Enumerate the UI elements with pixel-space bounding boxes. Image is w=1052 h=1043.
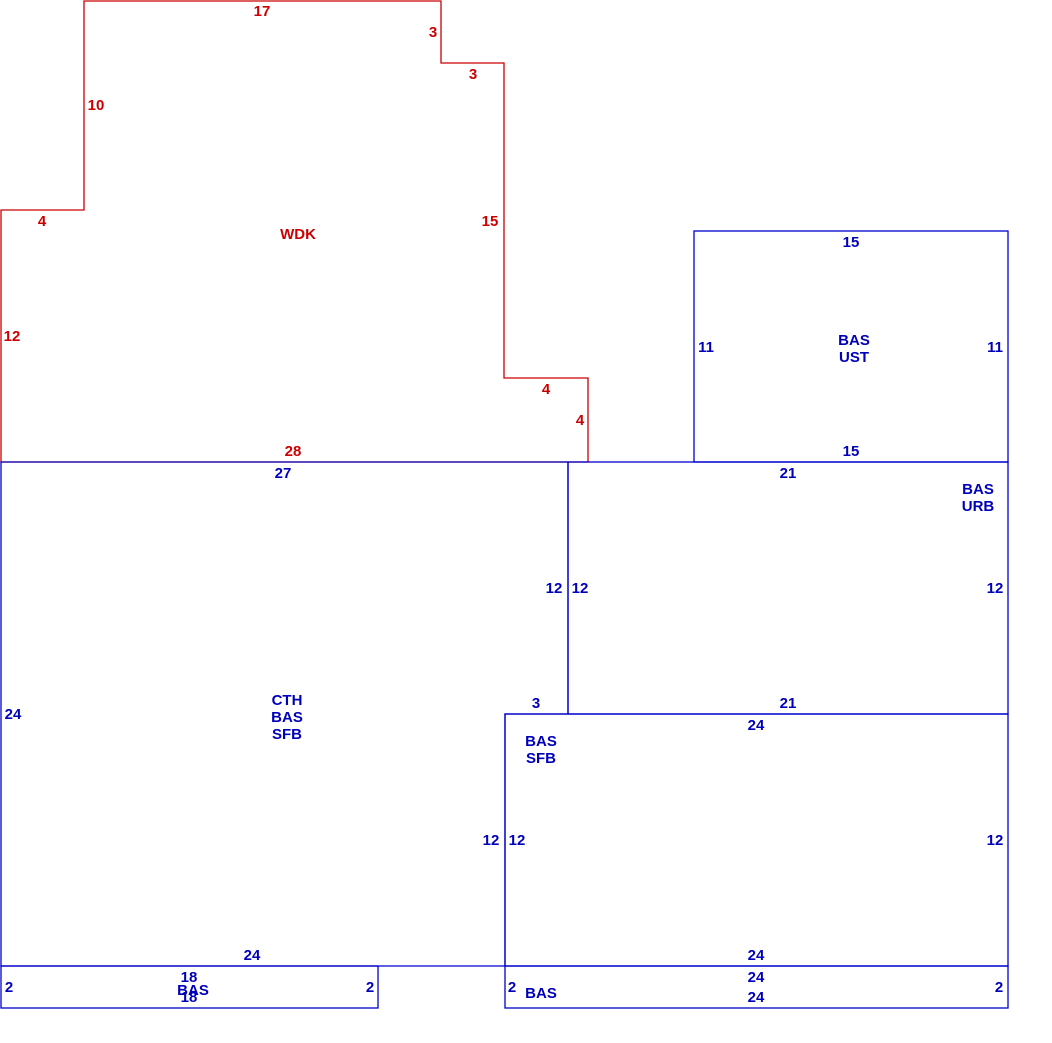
bas-urb-label-line1: BAS bbox=[962, 481, 994, 498]
bas-sfb-dim-left: 12 bbox=[509, 832, 526, 849]
bas-right-strip-outline bbox=[504, 965, 1009, 1009]
wdk-dim-step-vertical: 3 bbox=[429, 24, 437, 41]
bas-ust-label-line2: UST bbox=[839, 349, 869, 366]
wdk-dim-right: 15 bbox=[482, 213, 499, 230]
area-bas-left-strip: 18 BAS 2 18 2 bbox=[0, 965, 379, 1009]
bas-right-strip-dim-bottom: 24 bbox=[748, 989, 765, 1006]
bas-left-strip-dim-left: 2 bbox=[5, 979, 13, 996]
area-bas-right-strip: BAS 24 2 24 2 bbox=[504, 965, 1009, 1009]
wdk-dim-left-upper: 10 bbox=[88, 97, 105, 114]
bas-urb-dim-left: 12 bbox=[572, 580, 589, 597]
bas-left-strip-dim-top: 18 bbox=[181, 969, 198, 986]
bas-urb-dim-bottom: 21 bbox=[780, 695, 797, 712]
area-cth-bas-sfb: CTH BAS SFB 27 12 24 3 12 24 bbox=[0, 461, 569, 967]
bas-sfb-outline bbox=[504, 713, 1009, 967]
bas-urb-outline bbox=[567, 461, 1009, 715]
bas-ust-dim-bottom: 15 bbox=[843, 443, 860, 460]
cth-bas-sfb-dim-top: 27 bbox=[275, 465, 292, 482]
bas-ust-dim-right: 11 bbox=[987, 339, 1003, 356]
bas-urb-dim-top: 21 bbox=[780, 465, 797, 482]
cth-bas-sfb-dim-bottom: 24 bbox=[244, 947, 261, 964]
bas-ust-label-line1: BAS bbox=[838, 332, 870, 349]
bas-right-strip-dim-left: 2 bbox=[508, 979, 516, 996]
cth-bas-sfb-label-line2: BAS bbox=[271, 709, 303, 726]
bas-sfb-dim-top: 24 bbox=[748, 717, 765, 734]
bas-right-strip-label: BAS bbox=[525, 985, 557, 1002]
bas-right-strip-dim-top: 24 bbox=[748, 969, 765, 986]
cth-bas-sfb-dim-left: 24 bbox=[5, 706, 22, 723]
bas-urb-label-line2: URB bbox=[962, 498, 995, 515]
cth-bas-sfb-dim-step: 3 bbox=[532, 695, 540, 712]
bas-ust-dim-top: 15 bbox=[843, 234, 860, 251]
wdk-dim-bottom: 28 bbox=[285, 443, 302, 460]
wdk-dim-left-step: 4 bbox=[38, 213, 47, 230]
bas-urb-dim-right: 12 bbox=[987, 580, 1004, 597]
bas-right-strip-dim-right: 2 bbox=[995, 979, 1003, 996]
wdk-dim-top: 17 bbox=[254, 3, 271, 20]
cth-bas-sfb-label-line1: CTH bbox=[272, 692, 303, 709]
bas-ust-dim-left: 11 bbox=[698, 339, 714, 356]
bas-left-strip-label: BAS bbox=[177, 982, 209, 999]
wdk-dim-notch-vertical: 4 bbox=[576, 412, 585, 429]
wdk-dim-step-horizontal: 3 bbox=[469, 66, 477, 83]
bas-left-strip-dim-right: 2 bbox=[366, 979, 374, 996]
bas-sfb-dim-right: 12 bbox=[987, 832, 1004, 849]
area-bas-urb: BAS URB 21 12 12 21 bbox=[567, 461, 1009, 715]
wdk-outline bbox=[0, 0, 589, 463]
bas-left-strip-outline bbox=[0, 965, 379, 1009]
cth-bas-sfb-label-line3: SFB bbox=[272, 726, 302, 743]
wdk-dim-left-lower: 12 bbox=[4, 328, 21, 345]
bas-sfb-dim-bottom: 24 bbox=[748, 947, 765, 964]
wdk-label: WDK bbox=[280, 226, 316, 243]
area-bas-sfb: BAS SFB 24 12 12 24 bbox=[504, 713, 1009, 967]
area-bas-ust: BAS UST 15 11 11 15 bbox=[693, 230, 1009, 463]
bas-sfb-label-line1: BAS bbox=[525, 733, 557, 750]
cth-bas-sfb-dim-right-upper: 12 bbox=[546, 580, 563, 597]
wdk-dim-notch-horizontal: 4 bbox=[542, 381, 551, 398]
cth-bas-sfb-dim-right-lower: 12 bbox=[483, 832, 500, 849]
bas-sfb-label-line2: SFB bbox=[526, 750, 556, 767]
area-wdk: WDK 17 3 3 10 15 4 12 4 4 28 bbox=[0, 0, 589, 463]
bas-left-strip-dim-bottom: 18 bbox=[181, 989, 198, 1006]
